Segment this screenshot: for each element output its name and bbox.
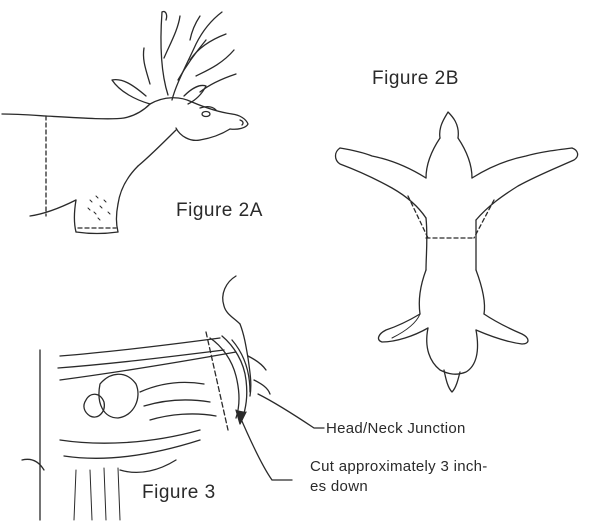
cut-instruction-line-1: Cut approximately 3 inch- [310, 458, 488, 475]
deer-body-illustration [336, 112, 578, 392]
figure-2b-label: Figure 2B [372, 68, 459, 90]
cut-instruction-line-2: es down [310, 478, 368, 495]
head-neck-junction-annotation: Head/Neck Junction [326, 420, 466, 437]
figure-3-label: Figure 3 [142, 482, 216, 504]
figure-2a-label: Figure 2A [176, 200, 263, 222]
